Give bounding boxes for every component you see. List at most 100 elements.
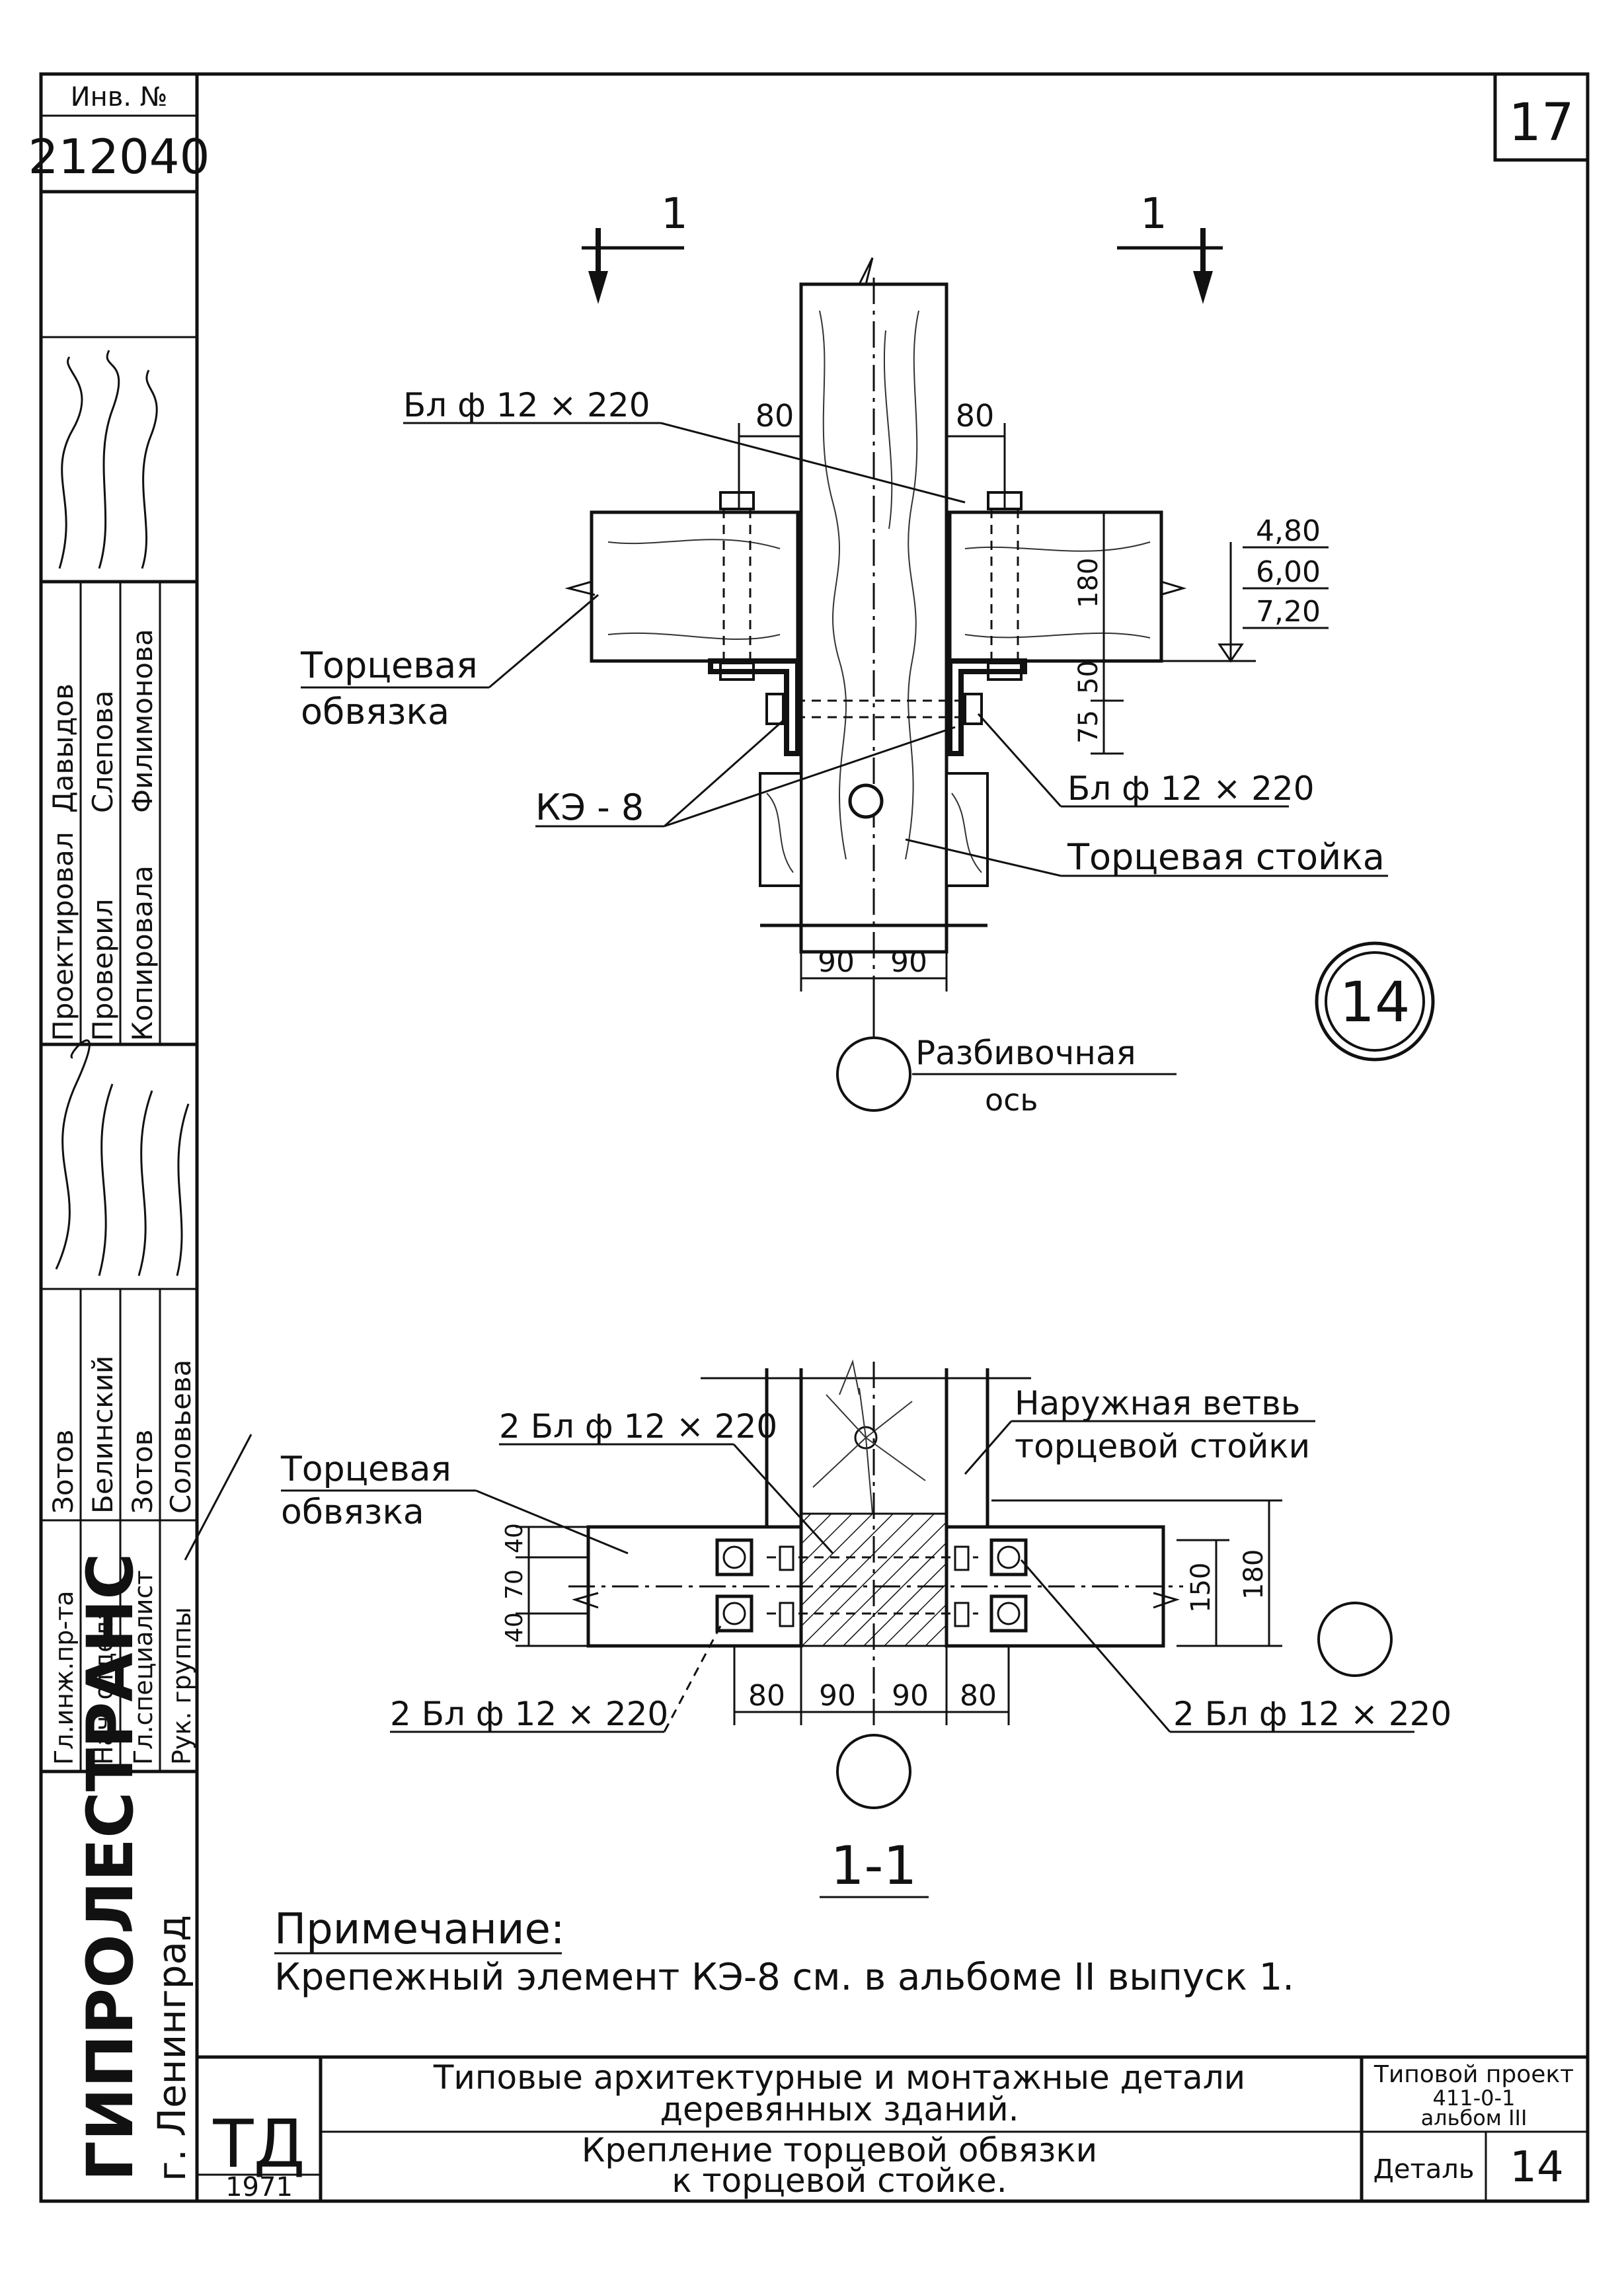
signatures (55, 350, 252, 1561)
section-dim-70: 70 (501, 1569, 528, 1600)
right-beam (948, 510, 1163, 663)
stamp-role-chief: Гл.инж.пр-та (50, 1591, 79, 1766)
detail-marker-outer (1315, 941, 1435, 1062)
section-dims-right: 150 180 (991, 1499, 1282, 1647)
section-left-beam-label-2: обвязка (281, 1493, 424, 1532)
section-dim-90b: 90 (892, 1679, 929, 1713)
axis-circle-section-bottom (836, 1734, 911, 1809)
level-2: 6,00 (1256, 555, 1321, 589)
section-dim-80a: 80 (748, 1679, 785, 1713)
stamp-name-spec: Зотов (126, 1429, 159, 1514)
title-line2: деревянных зданий. (660, 2090, 1019, 2128)
section-dims-left: 40 70 40 (501, 1523, 588, 1647)
section-left-beam-label-1: Торцевая (280, 1450, 451, 1489)
inventory-label: Инв. № (71, 82, 168, 112)
dim-80-right: 80 (956, 398, 995, 434)
stamp-name-group: Соловьева (165, 1360, 197, 1514)
sheet-number-box (1493, 72, 1590, 162)
dim-80-left-group: 80 (738, 398, 801, 509)
project-line3: альбом III (1421, 2105, 1527, 2130)
axis-label-1: Разбивочная (915, 1034, 1136, 1072)
lower-block-right (945, 772, 989, 887)
dim-75: 75 (1073, 710, 1104, 744)
stamp-role-spec: Гл.специалист (129, 1570, 158, 1765)
dim-90-right: 90 (890, 945, 927, 979)
level-1: 4,80 (1256, 514, 1321, 548)
detail-label: Деталь (1373, 2154, 1475, 2185)
stamp-role-checked: Проверил (87, 899, 119, 1041)
inventory-number: 212040 (28, 129, 210, 184)
bolts-bottom-left: 2 Бл ф 12 × 220 (390, 1695, 668, 1733)
axis-circle-top (836, 1036, 911, 1112)
level-3: 7,20 (1256, 595, 1321, 629)
section-dim-150: 150 (1186, 1563, 1216, 1613)
section-mark-left: 1 (582, 190, 688, 304)
left-beam (590, 510, 800, 663)
dim-180: 180 (1073, 558, 1104, 608)
lower-block-left (759, 772, 802, 887)
dim-90-left: 90 (818, 945, 855, 979)
detail-number: 14 (1510, 2143, 1563, 2192)
log-end-grain (812, 1359, 926, 1514)
section-bolt-heads (715, 1538, 1028, 1633)
stamp-roles: Гл.инж.пр-та Зотов Нач. отдела Белинский… (47, 1356, 197, 1765)
section-dim-80b: 80 (960, 1679, 997, 1713)
section-dim-180: 180 (1239, 1549, 1269, 1600)
title-line3: Крепление торцевой обвязки (582, 2131, 1097, 2169)
note-text: Крепежный элемент КЭ-8 см. в альбоме II … (274, 1956, 1294, 1999)
svg-text:1: 1 (661, 190, 688, 239)
bolt-label-top: Бл ф 12 × 220 (403, 386, 650, 424)
title-year: 1971 (225, 2172, 293, 2202)
section-dim-90a: 90 (819, 1679, 856, 1713)
dim-vertical-right: 180 50 75 (1073, 511, 1256, 755)
outer-frame (39, 72, 1590, 2203)
axis-circle-section-right (1317, 1602, 1393, 1677)
stamp-role-head: Нач. отдела (89, 1606, 118, 1765)
post-label: Торцевая стойка (1067, 836, 1385, 878)
section-mark-right: 1 (1117, 190, 1223, 304)
stamp-name-checked: Слепова (87, 690, 119, 813)
note-heading: Примечание: (274, 1905, 564, 1954)
detail-marker: 14 (1340, 970, 1411, 1034)
svg-text:1: 1 (1140, 190, 1167, 239)
level-marks: 4,80 6,00 7,20 (1218, 514, 1329, 663)
section-view: 40 70 40 150 180 80 90 90 80 (280, 1359, 1451, 1898)
bolts-bottom-right: 2 Бл ф 12 × 220 (1173, 1695, 1451, 1733)
stamp-roles-2: Проектировал Давыдов Проверил Слепова Ко… (47, 629, 159, 1041)
section-title: 1-1 (831, 1835, 917, 1896)
dim-90-group: 90 90 (800, 945, 948, 992)
stamp-city: г. Ленинград (149, 1915, 194, 2181)
project-line1: Типовой проект (1373, 2061, 1574, 2088)
stamp-name-head: Белинский (87, 1356, 119, 1514)
ke8-right (947, 658, 1027, 756)
dim-50: 50 (1073, 660, 1104, 694)
stamp-role-copied: Копировала (126, 865, 159, 1041)
stamp-name-chief: Зотов (47, 1429, 79, 1514)
stamp-role-designed: Проектировал (47, 832, 79, 1041)
outer-branch-1: Наружная ветвь (1015, 1384, 1300, 1422)
title-block: ТД 1971 Типовые архитектурные и монтажны… (197, 2055, 1588, 2202)
bolt-label-right: Бл ф 12 × 220 (1067, 769, 1315, 808)
outer-branch-2: торцевой стойки (1015, 1427, 1310, 1465)
project-line2: 411-0-1 (1433, 2085, 1516, 2111)
title-mark: ТД (212, 2105, 305, 2183)
dim-80-right-group: 80 (947, 398, 1006, 509)
ke8-left (708, 658, 800, 756)
ke-label: КЭ - 8 (535, 787, 644, 828)
post-bolt-head (848, 783, 884, 819)
top-view: 1 1 (300, 190, 1435, 1118)
title-line1: Типовые архитектурные и монтажные детали (433, 2058, 1245, 2097)
bolts-top-label: 2 Бл ф 12 × 220 (499, 1407, 777, 1446)
section-dim-40a: 40 (501, 1523, 528, 1553)
left-beam-label-1: Торцевая (300, 644, 478, 686)
section-dims-bottom: 80 90 90 80 (733, 1646, 1010, 1725)
sheet-number: 17 (1508, 93, 1574, 153)
left-beam-label-2: обвязка (301, 691, 449, 732)
section-dim-40b: 40 (501, 1612, 528, 1643)
stamp-name-designed: Давыдов (47, 683, 79, 813)
axis-label-2: ось (985, 1082, 1038, 1118)
stamp-name-copied: Филимонова (126, 629, 159, 813)
stamp-company: ГИПРОЛЕСТРАНС (73, 1553, 147, 2181)
dim-80-left: 80 (755, 398, 794, 434)
